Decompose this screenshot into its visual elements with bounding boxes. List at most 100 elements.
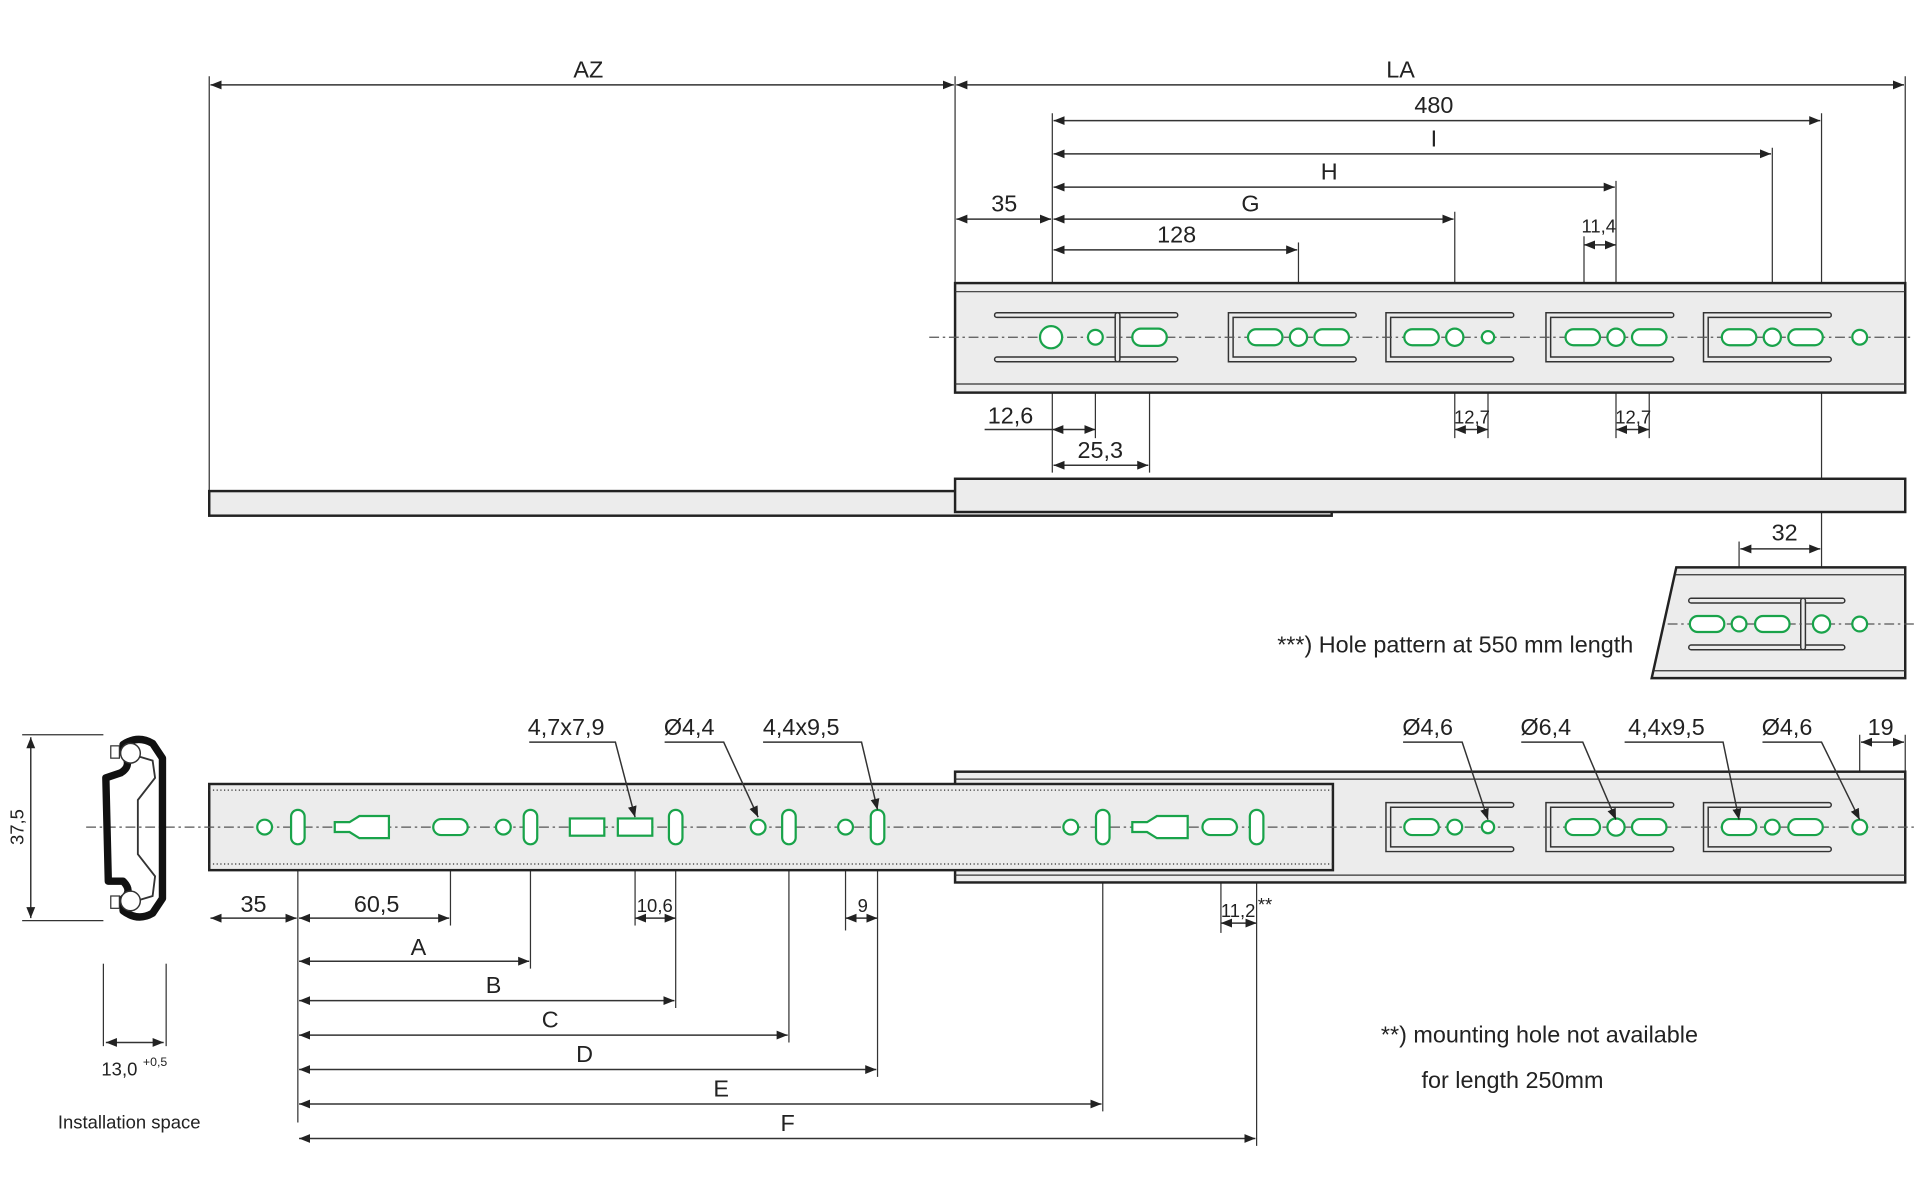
callout-leader (1624, 741, 1742, 820)
slot-hole (1564, 328, 1602, 347)
round-hole (1811, 614, 1832, 634)
round-hole (1730, 615, 1748, 633)
profile-width: 13,0 (101, 1059, 137, 1080)
dim-12-6: 12,6 (988, 402, 1033, 428)
installation-space-caption: Installation space (58, 1112, 201, 1133)
dim-e: E (713, 1076, 729, 1102)
slot-hole (1753, 614, 1791, 634)
dim-12-7-b: 12,7 (1615, 406, 1651, 427)
dim-11-2: 11,2 (1221, 900, 1256, 921)
slot-hole (1248, 808, 1265, 846)
slot-hole (1201, 817, 1239, 837)
slot-hole (522, 808, 539, 846)
dim-32: 32 (1772, 519, 1798, 545)
dim-g: G (1241, 191, 1259, 217)
dim-la: LA (1386, 57, 1415, 83)
keyhole (1131, 814, 1189, 840)
dim-11-4: 11,4 (1581, 216, 1616, 237)
dim-d: D (576, 1041, 593, 1067)
callout-d4-6-a: Ø4,6 (1402, 714, 1453, 740)
dim-35-bottom: 35 (241, 891, 267, 917)
dim-480: 480 (1414, 92, 1453, 118)
round-hole (494, 818, 512, 836)
callout-leader (1762, 741, 1861, 821)
round-hole (1480, 329, 1496, 345)
callout-4-7x7-9: 4,7x7,9 (528, 714, 605, 740)
callout-leader (664, 741, 759, 818)
round-hole (1062, 818, 1080, 836)
dimension-lines (210, 80, 1904, 1143)
dim-10-6: 10,6 (637, 895, 673, 916)
round-hole (1763, 818, 1781, 836)
slot-hole (1564, 817, 1602, 837)
slot-hole (667, 808, 684, 846)
round-hole (749, 818, 767, 836)
dim-9: 9 (858, 895, 868, 916)
extension-lines (208, 76, 1906, 1146)
round-hole (1851, 615, 1869, 633)
round-hole (1606, 817, 1626, 837)
slot-hole (1403, 328, 1440, 347)
dim-a: A (411, 934, 427, 960)
slot-hole (1787, 817, 1824, 837)
round-hole (1851, 818, 1869, 836)
slot-hole (1688, 614, 1726, 634)
dim-i: I (1431, 125, 1438, 151)
slot-hole (1313, 328, 1351, 347)
callout-leader (1403, 741, 1489, 820)
keyhole (333, 814, 391, 840)
note-hole-pattern: ***) Hole pattern at 550 mm length (1277, 631, 1633, 657)
dim-128: 128 (1157, 221, 1196, 247)
slot-hole (1720, 817, 1758, 837)
slot-hole (432, 817, 469, 837)
slot-hole (1131, 327, 1168, 347)
round-hole (1446, 818, 1464, 836)
dim-h: H (1321, 159, 1338, 185)
round-hole (1762, 327, 1783, 347)
slot-hole (289, 808, 306, 846)
note-mounting-line1: **) mounting hole not available (1381, 1021, 1698, 1047)
mounting-holes (256, 325, 1869, 846)
round-hole (1038, 325, 1064, 350)
profile-tolerance: +0,5 (143, 1055, 167, 1069)
slot-hole (1403, 817, 1440, 837)
dim-35-top: 35 (991, 191, 1017, 217)
callout-leader (763, 741, 880, 811)
round-hole (1086, 328, 1104, 346)
slot-hole (869, 808, 886, 846)
round-hole (1288, 327, 1309, 347)
callout-d4-6-b: Ø4,6 (1762, 714, 1813, 740)
dim-az: AZ (573, 57, 603, 83)
round-hole (1480, 819, 1496, 835)
round-hole (837, 818, 855, 836)
dim-c: C (542, 1007, 559, 1033)
rect-hole (616, 817, 654, 837)
callout-leader (1521, 741, 1617, 820)
callout-leaders (529, 741, 1861, 821)
rail-profile-section (22, 734, 167, 1047)
callout-4-4x9-5-b: 4,4x9,5 (1628, 714, 1705, 740)
slot-hole (1787, 328, 1824, 347)
slot-hole (1094, 808, 1111, 846)
round-hole (1851, 328, 1869, 346)
dim-11-2-mark: ** (1258, 894, 1272, 915)
round-hole (256, 818, 274, 836)
dim-25-3: 25,3 (1078, 437, 1124, 463)
slot-hole (1246, 328, 1284, 347)
dim-19: 19 (1868, 714, 1894, 740)
dim-12-7-a: 12,7 (1454, 406, 1490, 427)
dim-b: B (486, 972, 502, 998)
middle-rail (953, 477, 1907, 514)
slot-hole (781, 808, 797, 846)
callout-leader (529, 741, 637, 818)
round-hole (1445, 327, 1465, 347)
dim-f: F (781, 1110, 795, 1136)
callout-4-4x9-5: 4,4x9,5 (763, 714, 840, 740)
callout-d6-4: Ø6,4 (1521, 714, 1572, 740)
rect-hole (568, 817, 606, 837)
round-hole (1606, 327, 1626, 347)
slot-hole (1630, 817, 1668, 837)
slot-hole (1630, 328, 1668, 347)
note-mounting-line2: for length 250mm (1422, 1067, 1604, 1093)
